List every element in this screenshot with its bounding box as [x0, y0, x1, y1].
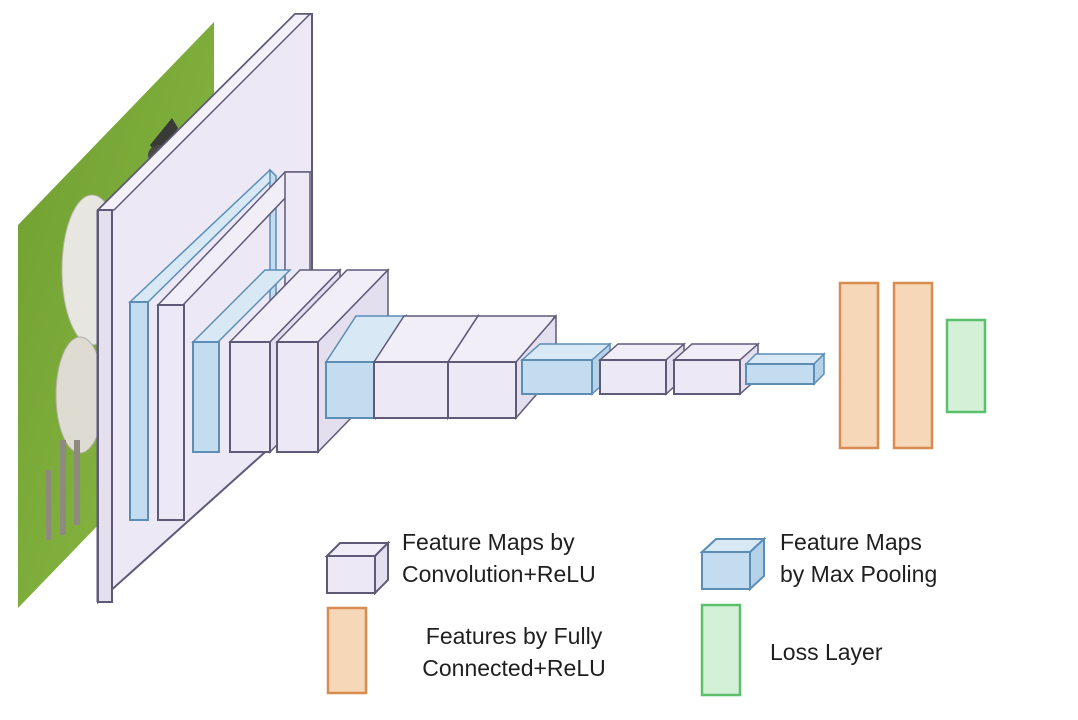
block-4	[520, 342, 760, 396]
conv-layer-3a	[373, 361, 449, 419]
fc-layer-1	[838, 281, 880, 450]
conv-layer-2a	[229, 341, 271, 453]
legend-conv-line-1: Feature Maps by	[402, 529, 575, 555]
fc-layer-2	[892, 281, 934, 450]
legend-conv-swatch	[324, 540, 391, 596]
legend-loss-text: Loss Layer	[770, 639, 883, 665]
conv-layer-2b	[276, 341, 319, 453]
conv-layer-1	[157, 304, 185, 521]
legend-loss-label: Loss Layer	[770, 636, 970, 668]
legend-pool-line-2: by Max Pooling	[780, 561, 938, 587]
pool-layer-4	[521, 359, 593, 395]
loss-layer	[945, 318, 987, 414]
legend-pool-line-1: Feature Maps	[780, 529, 922, 555]
legend-pool-swatch	[699, 536, 767, 592]
pool-layer-2	[192, 341, 220, 453]
legend-fc-swatch	[326, 606, 368, 695]
legend-fc-label: Features by Fully Connected+ReLU	[400, 620, 628, 684]
input-volume	[96, 13, 313, 605]
legend-fc-line-1: Features by Fully	[425, 623, 603, 649]
legend-pool-label: Feature Maps by Max Pooling	[780, 526, 1000, 590]
conv-layer-3b	[447, 361, 517, 419]
pool-layer-3	[325, 361, 377, 419]
legend-fc-line-2: Connected+ReLU	[422, 655, 606, 681]
block-5	[744, 352, 826, 386]
block-3	[324, 313, 557, 421]
pool-layer-5	[745, 363, 815, 385]
conv-layer-4b	[673, 359, 741, 395]
legend-conv-label: Feature Maps by Convolution+ReLU	[402, 526, 662, 590]
legend-loss-swatch	[700, 603, 742, 697]
conv-layer-4a	[599, 359, 667, 395]
pool-layer-1	[129, 301, 149, 521]
legend-conv-line-2: Convolution+ReLU	[402, 561, 596, 587]
